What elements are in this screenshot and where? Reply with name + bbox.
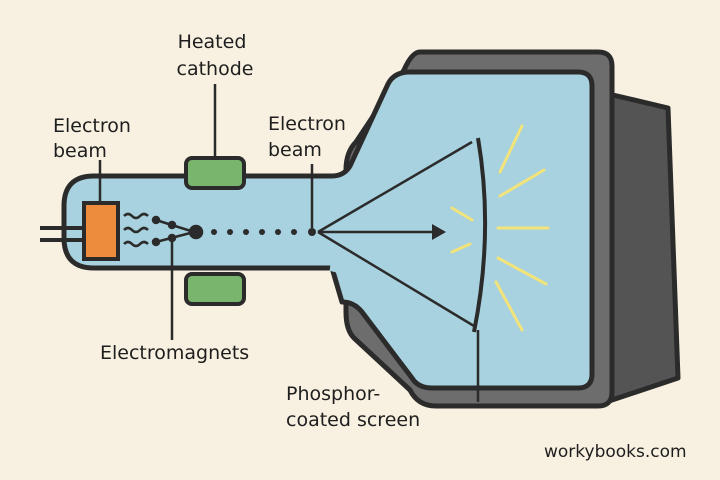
- beam-fan: [317, 140, 475, 328]
- label-heated-cathode: Heated cathode: [177, 31, 254, 80]
- phosphor-screen-curve: [472, 137, 488, 333]
- magnet-bottom: [184, 272, 246, 306]
- glow-rays: [450, 124, 550, 332]
- label-electron-beam-center: Electron beam: [268, 113, 352, 161]
- magnet-top: [184, 156, 246, 190]
- leader-lines: [98, 84, 480, 402]
- heater-wire-icon: [123, 212, 149, 248]
- cathode-element: [82, 201, 120, 261]
- electron-beam-dots: [211, 228, 316, 236]
- label-electromagnets: Electromagnets: [100, 342, 249, 364]
- label-electron-beam-left: Electron beam: [53, 115, 137, 162]
- watermark: workybooks.com: [544, 442, 687, 462]
- crt-glass-tube: [61, 69, 595, 391]
- deflection-plate-icon: [151, 215, 204, 247]
- label-phosphor-screen: Phosphor- coated screen: [286, 383, 420, 431]
- arrow-icon: [432, 224, 446, 240]
